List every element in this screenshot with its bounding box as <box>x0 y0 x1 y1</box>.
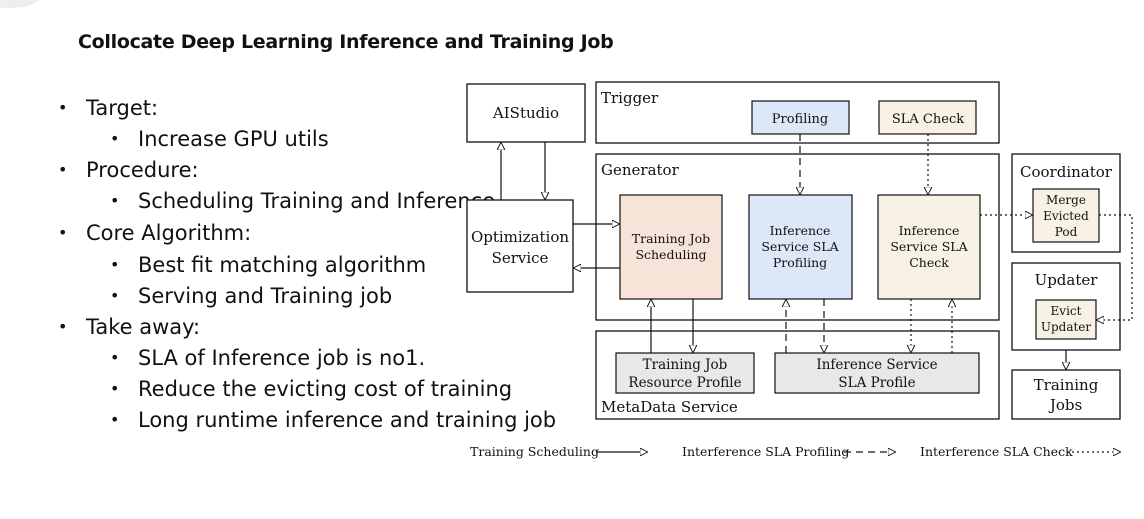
svg-text:Pod: Pod <box>1055 225 1078 239</box>
training-job-scheduling-box: Training Job Scheduling <box>619 194 723 300</box>
optimization-service-box: Optimization Service <box>466 199 574 293</box>
svg-text:Training Job: Training Job <box>632 231 710 246</box>
svg-text:Training: Training <box>1034 376 1099 394</box>
svg-text:Coordinator: Coordinator <box>1020 163 1113 181</box>
svg-text:AIStudio: AIStudio <box>492 104 559 122</box>
aistudio-box: AIStudio <box>466 83 586 143</box>
training-jobs-box: Training Jobs <box>1011 369 1121 420</box>
bullet-scheduling: •Scheduling Training and Inference <box>110 189 496 213</box>
svg-text:Training Job: Training Job <box>643 357 728 373</box>
bullet-sla-no1: •SLA of Inference job is no1. <box>110 346 426 370</box>
slide-title: Collocate Deep Learning Inference and Tr… <box>78 31 614 53</box>
svg-text:Check: Check <box>909 255 949 270</box>
inference-sla-check-box: Inference Service SLA Check <box>877 194 981 300</box>
bullet-serving-training: •Serving and Training job <box>110 284 393 308</box>
svg-text:Updater: Updater <box>1035 271 1099 289</box>
bullet-take-away: •Take away: <box>58 315 201 339</box>
svg-text:Service SLA: Service SLA <box>890 239 968 254</box>
svg-text:SLA Check: SLA Check <box>892 112 964 127</box>
updater-box: Updater <box>1011 262 1121 351</box>
svg-text:Evicted: Evicted <box>1043 209 1089 223</box>
arrow-merge-to-evict <box>1097 214 1133 320</box>
legend-training-scheduling: Training Scheduling <box>470 444 599 459</box>
bullet-best-fit: •Best fit matching algorithm <box>110 253 427 277</box>
evict-updater-box: Evict Updater <box>1035 299 1097 340</box>
bullet-long-runtime: •Long runtime inference and training job <box>110 408 557 432</box>
svg-text:Inference: Inference <box>770 223 831 238</box>
svg-text:Profiling: Profiling <box>772 112 828 127</box>
svg-text:Profiling: Profiling <box>773 255 827 270</box>
svg-text:Merge: Merge <box>1046 193 1086 207</box>
bullet-evicting-cost: •Reduce the evicting cost of training <box>110 377 513 401</box>
merge-evicted-pod-box: Merge Evicted Pod <box>1032 188 1100 243</box>
svg-text:SLA Profile: SLA Profile <box>838 375 915 391</box>
corner-decoration <box>0 0 40 8</box>
training-job-resource-profile-box: Training Job Resource Profile <box>615 352 755 394</box>
svg-text:Optimization: Optimization <box>471 228 569 246</box>
bullet-procedure: •Procedure: <box>58 158 199 182</box>
svg-text:Evict: Evict <box>1051 304 1082 318</box>
svg-text:Inference: Inference <box>899 223 960 238</box>
bullet-core-algorithm: •Core Algorithm: <box>58 221 252 245</box>
svg-text:Service SLA: Service SLA <box>761 239 839 254</box>
svg-text:Jobs: Jobs <box>1048 396 1082 414</box>
inference-service-sla-profile-box: Inference Service SLA Profile <box>774 352 980 394</box>
svg-text:Updater: Updater <box>1041 320 1092 334</box>
svg-text:Scheduling: Scheduling <box>635 247 706 262</box>
svg-text:Service: Service <box>492 249 549 267</box>
legend-sla-check: Interference SLA Check <box>920 444 1073 459</box>
svg-text:Trigger: Trigger <box>601 89 659 107</box>
inference-sla-profiling-box: Inference Service SLA Profiling <box>748 194 853 300</box>
bullet-target: •Target: <box>58 96 159 120</box>
svg-text:Resource Profile: Resource Profile <box>628 375 741 391</box>
svg-text:Inference Service: Inference Service <box>816 357 937 373</box>
bullet-increase-gpu: •Increase GPU utils <box>110 127 329 151</box>
svg-text:MetaData Service: MetaData Service <box>601 398 738 416</box>
profiling-box: Profiling <box>751 100 850 135</box>
legend: Training Scheduling Interference SLA Pro… <box>470 444 1120 459</box>
svg-text:Generator: Generator <box>601 161 680 179</box>
legend-sla-profiling: Interference SLA Profiling <box>682 444 849 459</box>
sla-check-box: SLA Check <box>878 100 977 135</box>
